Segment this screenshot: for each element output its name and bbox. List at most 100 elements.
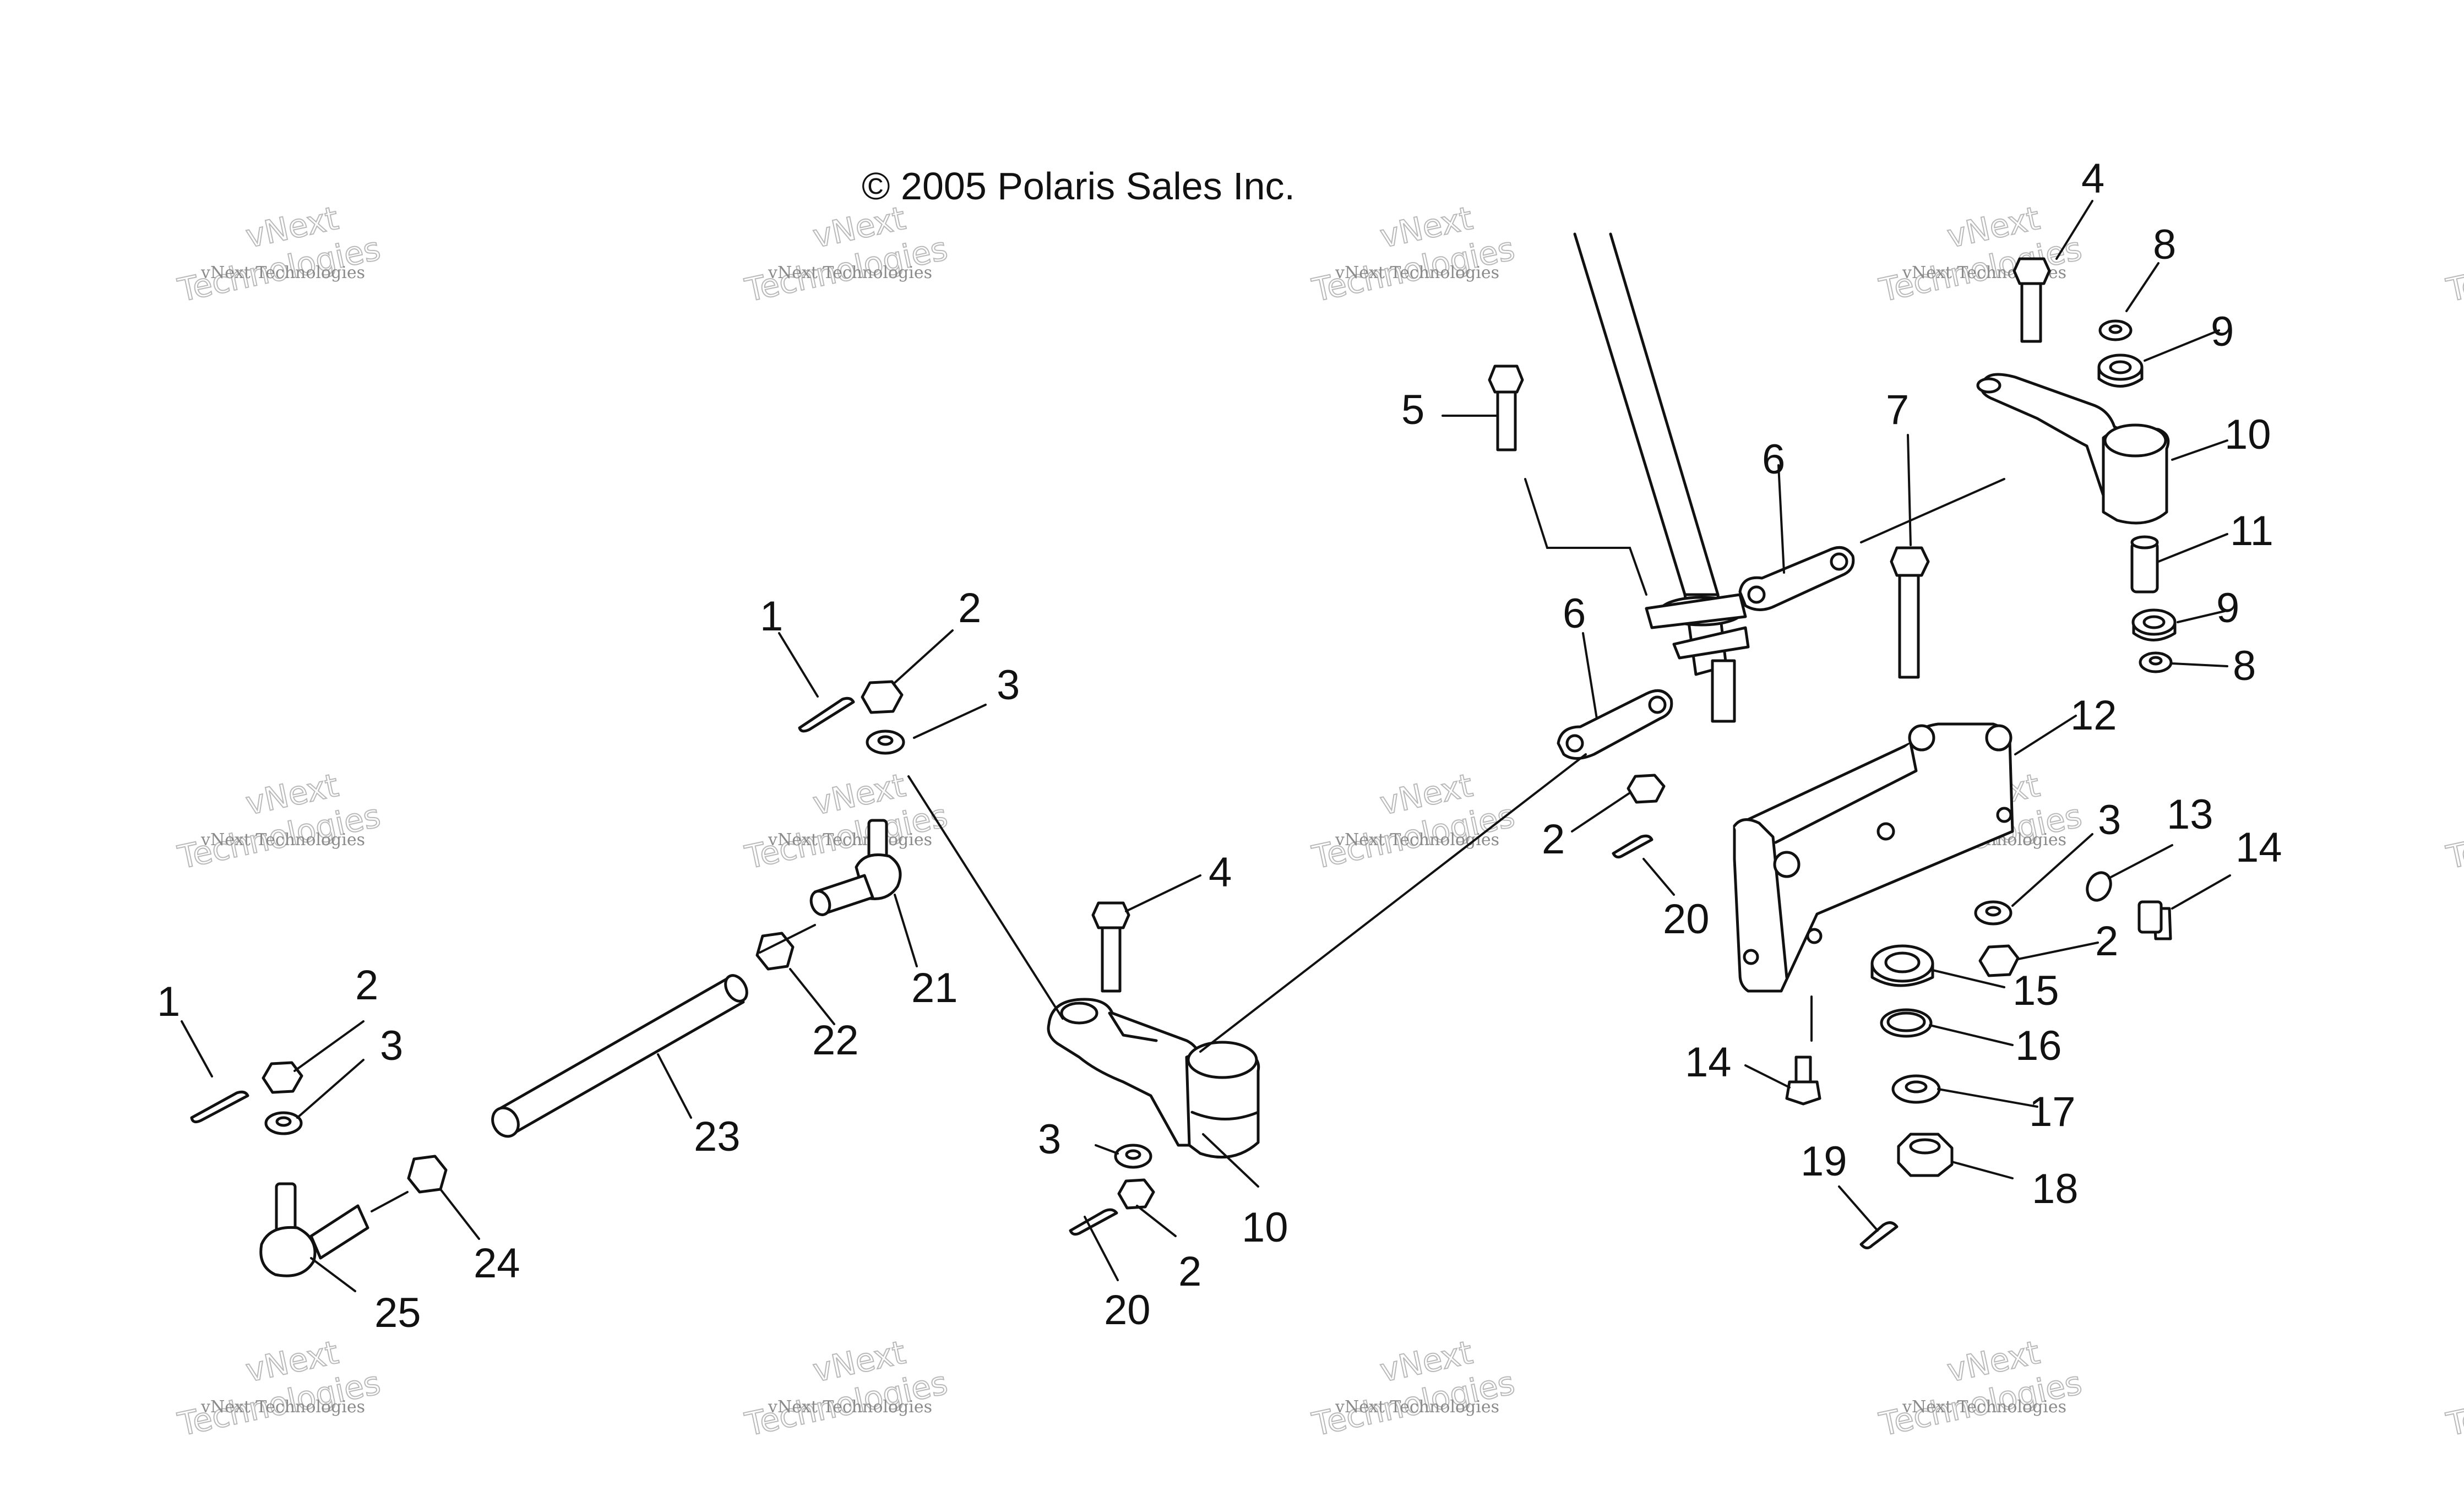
bushing-9-top (2097, 353, 2144, 388)
washer-3-right (1974, 900, 2012, 926)
callout-21: 21 (911, 965, 958, 1011)
cotter-pin-20-lower (1069, 1208, 1118, 1236)
callout-18: 18 (2032, 1166, 2079, 1212)
watermark-small: vNext Technologies (200, 263, 365, 282)
callout-1-left: 1 (157, 978, 180, 1025)
callout-4-right: 4 (2081, 155, 2104, 202)
watermark-small: vNext Technologies (768, 263, 932, 282)
callout-8-bottom: 8 (2233, 643, 2256, 689)
bushing-11 (2130, 535, 2159, 594)
bushing-9-bottom (2131, 608, 2177, 641)
callout-9-top: 9 (2211, 308, 2234, 355)
watermark-small: vNext Technologies (768, 1397, 932, 1417)
cotter-pin-1-top (798, 696, 855, 733)
callout-10-right: 10 (2224, 411, 2271, 458)
callout-22: 22 (812, 1017, 859, 1064)
bolt-4-center (1091, 901, 1130, 993)
callout-19: 19 (1801, 1138, 1847, 1185)
nut-18 (1897, 1133, 1954, 1177)
nut-24 (407, 1155, 448, 1194)
callout-11: 11 (2230, 508, 2273, 554)
watermark-large: Technologies (2443, 1364, 2464, 1443)
callout-17: 17 (2029, 1089, 2076, 1135)
callout-13: 13 (2167, 791, 2213, 838)
callout-1-top: 1 (760, 593, 783, 640)
callout-2-top: 2 (958, 585, 981, 632)
watermark-large: Technologies (2443, 797, 2464, 876)
tie-rod-upper (1738, 546, 1855, 611)
nut-2-center (1627, 774, 1666, 804)
watermark-small: vNext Technologies (1902, 1397, 2066, 1417)
callout-8-top: 8 (2153, 221, 2176, 268)
washer-3-left (264, 1111, 303, 1135)
tie-rod-end-25 (259, 1182, 369, 1277)
callout-12: 12 (2070, 692, 2117, 739)
tie-rod-end-21 (809, 819, 902, 916)
seal-16 (1880, 1008, 1933, 1038)
callout-2-left: 2 (355, 962, 378, 1009)
callout-4-center: 4 (1209, 849, 1232, 896)
callout-24: 24 (474, 1240, 520, 1287)
callout-14-bottom: 14 (1685, 1039, 1732, 1086)
cotter-pin-1-left (190, 1090, 249, 1124)
nut-2-top (861, 680, 904, 714)
watermark-small: vNext Technologies (1335, 830, 1499, 850)
callout-20-center: 20 (1663, 896, 1710, 943)
bolt-5 (1488, 364, 1524, 451)
washer-8-top (2098, 319, 2133, 341)
nut-22 (755, 932, 795, 971)
callout-7: 7 (1886, 387, 1909, 433)
watermark-small: vNext Technologies (200, 830, 365, 850)
steering-arm-left (1047, 998, 1260, 1159)
washer-17 (1891, 1074, 1941, 1104)
watermark-small: vNext Technologies (1335, 1397, 1499, 1417)
callout-25: 25 (374, 1289, 421, 1336)
callout-14-right: 14 (2235, 824, 2282, 871)
steering-arm-right (1976, 373, 2170, 525)
washer-8-bottom (2139, 651, 2173, 673)
callout-2-center: 2 (1542, 816, 1565, 863)
bearing-15 (1870, 944, 1934, 987)
callout-5: 5 (1401, 387, 1424, 433)
nut-2-bracket (1978, 944, 2020, 977)
callout-6-lower: 6 (1563, 590, 1586, 637)
callout-3-left: 3 (380, 1022, 403, 1069)
copyright-text: © 2005 Polaris Sales Inc. (862, 165, 1295, 208)
cotter-pin-19 (1859, 1221, 1899, 1249)
callout-labels: 1 2 3 21 22 23 1 2 3 24 25 3 2 20 10 4 5… (157, 155, 2282, 1336)
washer-3-top (866, 730, 905, 755)
callout-3-top: 3 (997, 662, 1020, 709)
bolt-14-right (2137, 900, 2172, 940)
watermark-small: vNext Technologies (1335, 263, 1499, 282)
watermark-large: Technologies (2443, 230, 2464, 309)
callout-10-left: 10 (1242, 1204, 1288, 1251)
callout-15: 15 (2012, 967, 2059, 1014)
callout-2-bracket: 2 (2095, 918, 2118, 965)
tie-rod-tube-23 (491, 974, 748, 1138)
callout-20-lower: 20 (1104, 1287, 1151, 1334)
callout-23: 23 (694, 1113, 741, 1160)
cotter-pin-20-center (1612, 834, 1653, 859)
nut-2-left (262, 1061, 303, 1094)
callout-3-right: 3 (2098, 797, 2121, 844)
callout-2-lower-center: 2 (1178, 1248, 1201, 1295)
tie-rod-lower (1557, 689, 1673, 760)
callout-16: 16 (2015, 1022, 2062, 1069)
steering-shaft (1573, 232, 1750, 723)
leader-lines (181, 200, 2231, 1292)
